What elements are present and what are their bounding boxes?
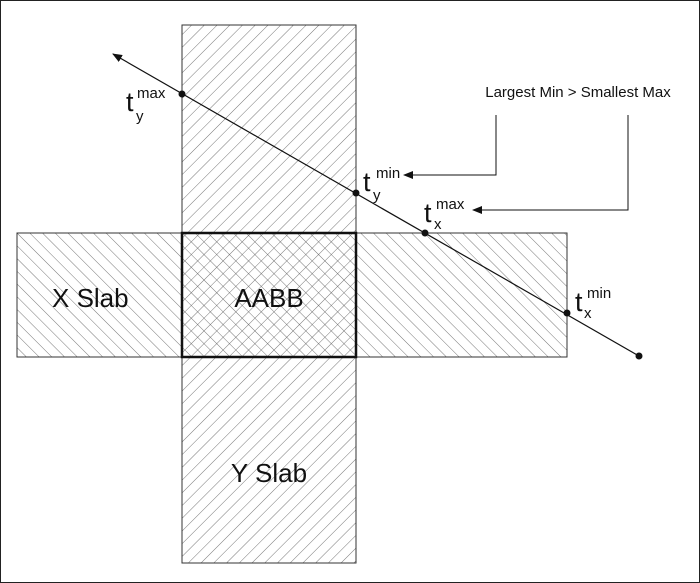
y-slab-label: Y Slab [231,458,307,488]
ray-origin-point [635,352,643,360]
ty-max-sub: y [136,108,144,125]
tx-min-sub: x [584,305,592,322]
ty-min-sub: y [373,187,381,204]
annotation-arrow-ty-min [403,115,497,179]
tx-max-label: t max x [424,196,465,233]
aabb-box [180,231,358,359]
ty-min-point [352,189,360,197]
tx-max-sub: x [434,216,442,233]
tx-max-sup: max [436,196,465,213]
ray-line [112,53,640,357]
tx-min-sup: min [587,285,611,302]
ty-min-label: t min y [363,165,400,204]
aabb-label: AABB [234,283,303,313]
tx-min-base: t [575,287,583,317]
tx-min-label: t min x [575,285,611,322]
ty-max-label: t max y [126,85,166,125]
tx-min-point [563,309,571,317]
x-slab [16,232,568,358]
tx-max-point [421,229,429,237]
annotation-arrow-tx-max [472,115,629,214]
ty-max-point [178,90,186,98]
ty-min-sup: min [376,165,400,182]
x-slab-label: X Slab [52,283,129,313]
ty-max-base: t [126,87,134,117]
ty-min-base: t [363,167,371,197]
tx-max-base: t [424,198,432,228]
annotation-text: Largest Min > Smallest Max [485,84,671,101]
ty-max-sup: max [137,85,166,102]
